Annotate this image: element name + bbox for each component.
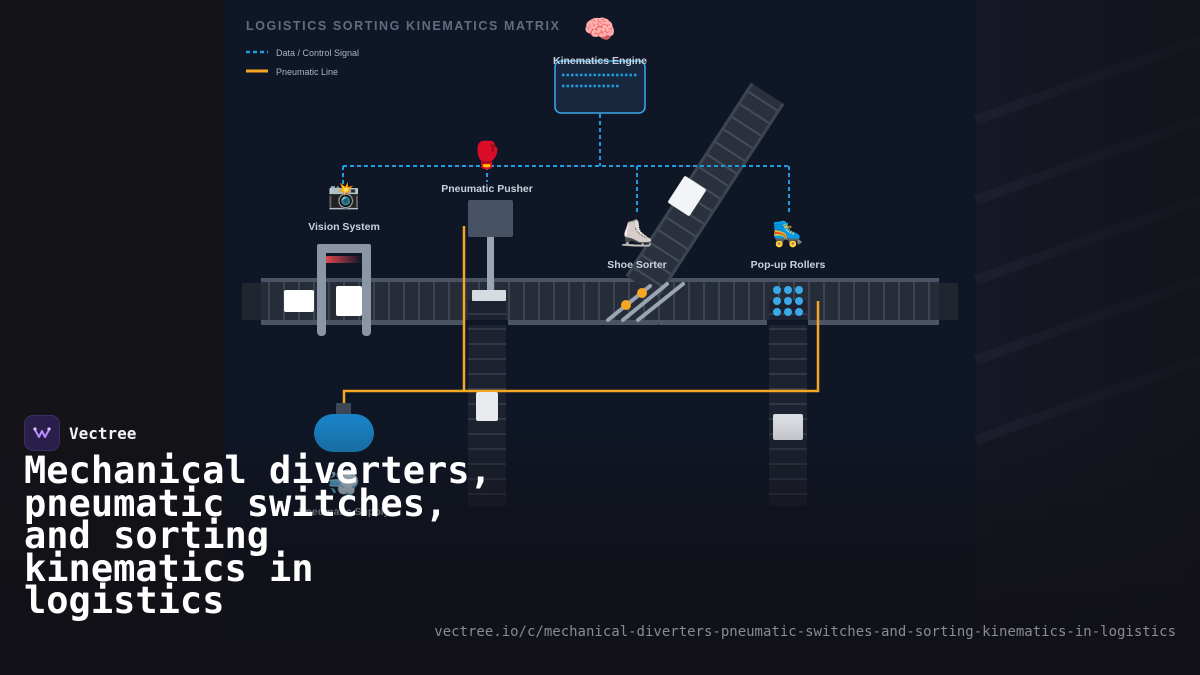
right-dark-panel — [976, 0, 1200, 675]
vectree-logo-icon — [24, 415, 60, 451]
incoming-package — [284, 290, 314, 312]
kinematics-engine-label: Kinematics Engine — [553, 55, 647, 67]
shoe-pin-2 — [637, 288, 647, 298]
diagram-title: LOGISTICS SORTING KINEMATICS MATRIX — [246, 19, 561, 33]
rollers-exit-conveyor — [769, 300, 807, 506]
main-conveyor-end-left — [242, 283, 262, 320]
brand[interactable]: Vectree — [24, 415, 136, 451]
legend-pneumatic-label: Pneumatic Line — [276, 67, 338, 77]
vision-laser — [326, 256, 362, 263]
ice-skate-icon: ⛸️ — [621, 218, 653, 248]
page-url[interactable]: vectree.io/c/mechanical-diverters-pneuma… — [434, 624, 1176, 640]
brain-icon: 🧠 — [584, 14, 616, 44]
diverted-package-rollers — [773, 414, 803, 440]
brand-name: Vectree — [69, 423, 137, 443]
camera-flash-icon: 📸 — [328, 180, 360, 210]
vision-gantry-right — [362, 244, 371, 336]
popup-roller-grid — [773, 286, 803, 316]
vision-gantry-left — [317, 244, 326, 336]
pusher-paddle — [472, 290, 506, 301]
pusher-rod — [487, 237, 494, 292]
boxing-glove-icon: 🥊 — [471, 140, 503, 170]
vision-system-label: Vision System — [308, 221, 380, 233]
shoe-sorter-label: Shoe Sorter — [607, 259, 667, 271]
pushed-package — [476, 392, 498, 421]
headline: Mechanical diverters, pneumatic switches… — [24, 449, 492, 622]
popup-rollers-label: Pop-up Rollers — [751, 259, 826, 271]
pneumatic-pusher-label: Pneumatic Pusher — [441, 183, 533, 195]
roller-skate-icon: 🛼 — [772, 218, 804, 248]
air-tank — [314, 414, 374, 452]
pusher-cylinder — [468, 200, 513, 237]
package-under-scan — [336, 286, 362, 316]
legend-signal-label: Data / Control Signal — [276, 48, 359, 58]
shoe-pin-1 — [621, 300, 631, 310]
vision-gantry-top — [317, 244, 371, 253]
main-conveyor-end-right — [938, 283, 958, 320]
